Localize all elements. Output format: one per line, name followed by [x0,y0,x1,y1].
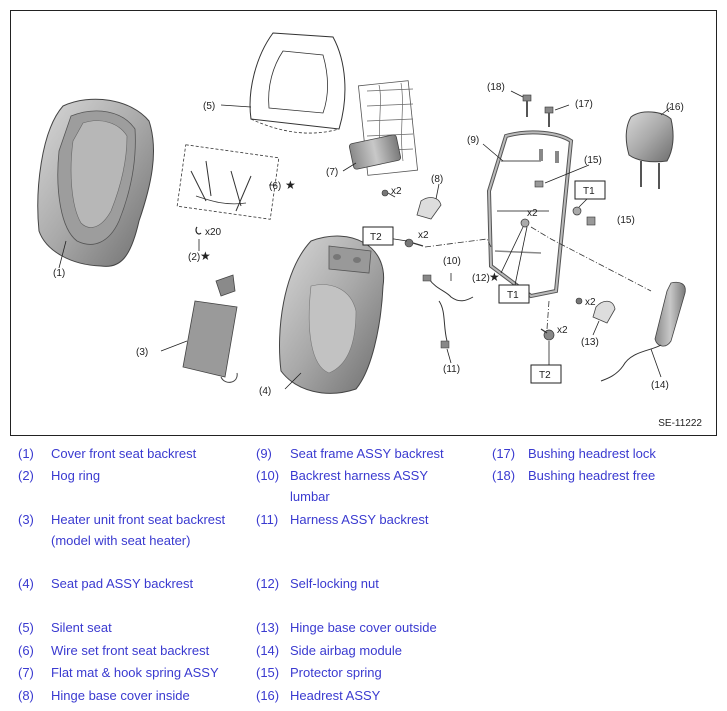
torque-box-t2-lower [530,364,562,384]
callout-18: (18) [487,82,505,93]
star-marker-6: ★ [285,178,296,192]
callout-5: (5) [203,101,215,112]
hog-ring [195,226,202,235]
legend-num: (6) [18,643,34,658]
callout-6: (6) [269,181,281,192]
legend-text: Headrest ASSY [290,688,381,703]
torque-box-t2-left [362,226,394,246]
callout-14: (14) [651,380,669,391]
bushing-headrest-free [522,94,532,117]
legend-text: Flat mat & hook spring ASSY [51,665,219,680]
legend-text: Seat frame ASSY backrest [290,446,444,461]
parts-legend: (1) Cover front seat backrest (2) Hog ring… [0,440,727,711]
legend-text: Bushing headrest lock [528,446,656,461]
protector-spring-lower [586,216,596,226]
quantity-x2-lower: x2 [585,297,596,308]
bolt-pair-upper [381,189,396,198]
quantity-x2-t2: x2 [418,230,429,241]
callout-11: (11) [443,364,460,375]
legend-num: (11) [256,512,279,527]
wire-set-front-seat-backrest [176,144,280,220]
callout-2: (2) [188,252,200,263]
callout-8: (8) [431,174,443,185]
legend-text: Bushing headrest free [528,468,656,483]
harness-assy-backrest [438,300,450,349]
torque-label-t2-left: T2 [370,232,382,243]
legend-text: Wire set front seat backrest [51,643,210,658]
legend-text: Heater unit front seat backrest (model w… [51,512,226,548]
legend-text: Hinge base cover outside [290,620,437,635]
protector-spring-upper [534,180,544,188]
legend-num: (9) [256,446,272,461]
legend-text: Hog ring [51,468,101,483]
torque-label-t2-lower: T2 [539,370,551,381]
nut-t1-right [572,206,582,216]
legend-text: Silent seat [51,620,112,635]
callout-13: (13) [581,337,599,348]
torque-label-t1-right: T1 [583,186,595,197]
hinge-base-cover-outside [592,300,616,324]
bushing-headrest-lock [544,106,554,127]
quantity-x2-nut: x2 [527,208,538,219]
legend-num: (14) [256,643,280,658]
quantity-x2-upper: x2 [391,186,402,197]
callout-9: (9) [467,135,479,146]
legend-num: (10) [256,468,280,483]
callout-7: (7) [326,167,338,178]
torque-label-t1-lower: T1 [507,290,519,301]
seat-pad-assy-backrest [279,235,385,394]
backrest-harness-assy-lumbar [422,274,474,302]
legend-num: (17) [492,446,516,461]
legend-text: Side airbag module [290,643,403,658]
legend-num: (12) [256,576,280,591]
side-airbag-module [600,281,686,382]
legend-text: Hinge base cover inside [51,688,190,703]
callout-4: (4) [259,386,271,397]
torque-box-t1-right [574,180,606,200]
legend-num: (1) [18,446,34,461]
legend-num: (5) [18,620,34,635]
bolt-t2-lower [540,328,555,341]
figure-code: SE-11222 [658,418,702,429]
legend-num: (16) [256,688,280,703]
legend-text: Protector spring [290,665,382,680]
callout-15-upper: (15) [584,155,602,166]
flat-mat-hook-spring-assy [348,80,419,176]
callout-10: (10) [443,256,461,267]
legend-num: (7) [18,665,34,680]
torque-box-t1-lower [498,284,530,304]
self-locking-nut [520,218,530,228]
callout-17: (17) [575,99,593,110]
quantity-x20: x20 [205,227,222,238]
legend-num: (3) [18,512,34,527]
legend-text: Cover front seat backrest [51,446,197,461]
callout-15-lower: (15) [617,215,635,226]
callout-1: (1) [53,268,65,279]
star-marker-2: ★ [200,249,211,263]
headrest-assy [625,111,674,189]
cover-front-seat-backrest [37,98,154,267]
quantity-x2-t2-lower: x2 [557,325,568,336]
legend-num: (13) [256,620,280,635]
legend-text: Self-locking nut [290,576,379,591]
legend-num: (15) [256,665,280,680]
legend-num: (18) [492,468,516,483]
silent-seat [249,32,346,134]
legend-num: (8) [18,688,34,703]
callout-12: (12) [472,273,490,284]
star-marker-12: ★ [489,270,500,284]
heater-unit [182,274,238,383]
legend-text: Backrest harness ASSY lumbar [290,468,428,504]
hinge-base-cover-inside [416,197,442,220]
legend-num: (4) [18,576,34,591]
callout-16: (16) [666,102,684,113]
exploded-view: (1) (2) ★ x20 (3) (4) (5) (6) ★ (7) (8) … [37,32,686,397]
callout-3: (3) [136,347,148,358]
legend-num: (2) [18,468,34,483]
legend-text: Harness ASSY backrest [290,512,429,527]
legend-text: Seat pad ASSY backrest [51,576,194,591]
parts-diagram: (1) (2) ★ x20 (3) (4) (5) (6) ★ (7) (8) … [10,10,717,436]
bolt-pair-lower [575,297,583,305]
